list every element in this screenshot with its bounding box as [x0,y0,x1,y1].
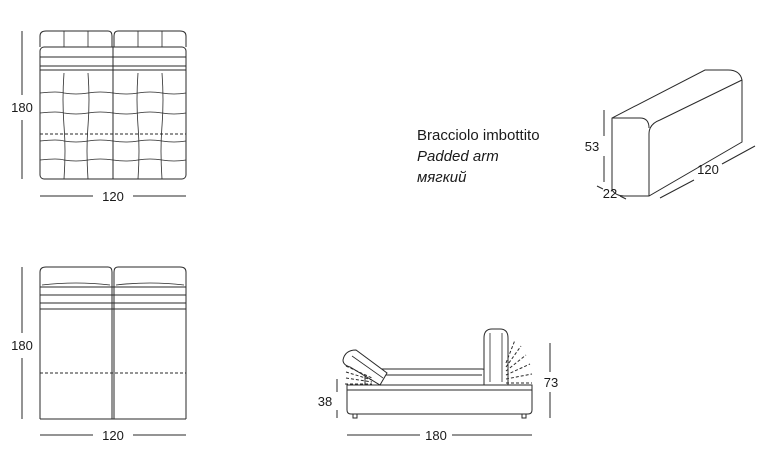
height-label: 53 [585,139,599,154]
arm-front-face [648,79,743,196]
top-left-plan: 180 120 [11,30,187,204]
caption-russian: мягкий [417,169,467,186]
caption-italian: Bracciolo imbottito [417,127,540,144]
left-seat-outline [39,266,113,419]
right-seat-outline [113,266,187,419]
left-foot [352,413,358,419]
motion-indicator [345,365,373,385]
length-label: 120 [697,162,719,177]
depth-label: 22 [603,186,617,201]
width-label: 120 [102,189,124,204]
arm-body [611,69,743,197]
padded-arm-drawing: 53 22 120 [585,69,756,201]
motion-indicator [505,339,533,384]
seat-height-label: 38 [318,394,332,409]
length-label: 180 [425,428,447,443]
right-back-cushion [113,30,187,47]
quilting-pattern [39,72,187,180]
height-label: 180 [11,338,33,353]
reclined-headrest [342,349,388,386]
side-view-drawing: 38 73 180 [318,328,558,443]
caption-english: Padded arm [417,148,499,165]
left-back-cushion [39,30,113,47]
bottom-left-plan: 180 120 [11,266,187,443]
back-height-label: 73 [544,375,558,390]
height-label: 180 [11,100,33,115]
width-label: 120 [102,428,124,443]
right-foot [521,413,527,419]
base-frame [346,389,533,415]
raised-backrest [483,328,509,386]
padded-arm-caption: Bracciolo imbottito Padded arm мягкий [417,125,540,188]
